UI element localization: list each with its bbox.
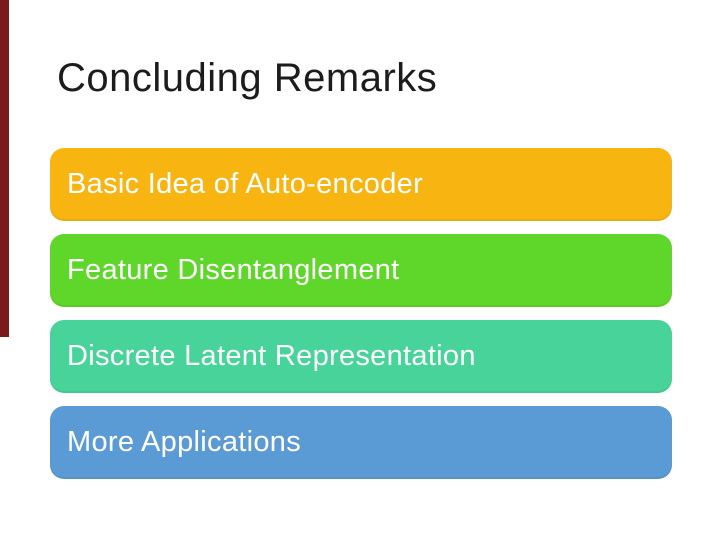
topic-bar-more-applications: More Applications <box>50 406 672 479</box>
topic-bar-label: More Applications <box>67 426 301 458</box>
topic-bar-label: Discrete Latent Representation <box>67 340 476 372</box>
topic-list: Basic Idea of Auto-encoder Feature Disen… <box>50 148 672 492</box>
topic-bar-discrete-latent-representation: Discrete Latent Representation <box>50 320 672 393</box>
topic-bar-label: Feature Disentanglement <box>67 254 400 286</box>
left-accent-stripe <box>0 0 9 337</box>
topic-bar-feature-disentanglement: Feature Disentanglement <box>50 234 672 307</box>
topic-bar-basic-idea-of-auto-encoder: Basic Idea of Auto-encoder <box>50 148 672 221</box>
topic-bar-label: Basic Idea of Auto-encoder <box>67 168 424 200</box>
slide-title: Concluding Remarks <box>57 56 438 100</box>
